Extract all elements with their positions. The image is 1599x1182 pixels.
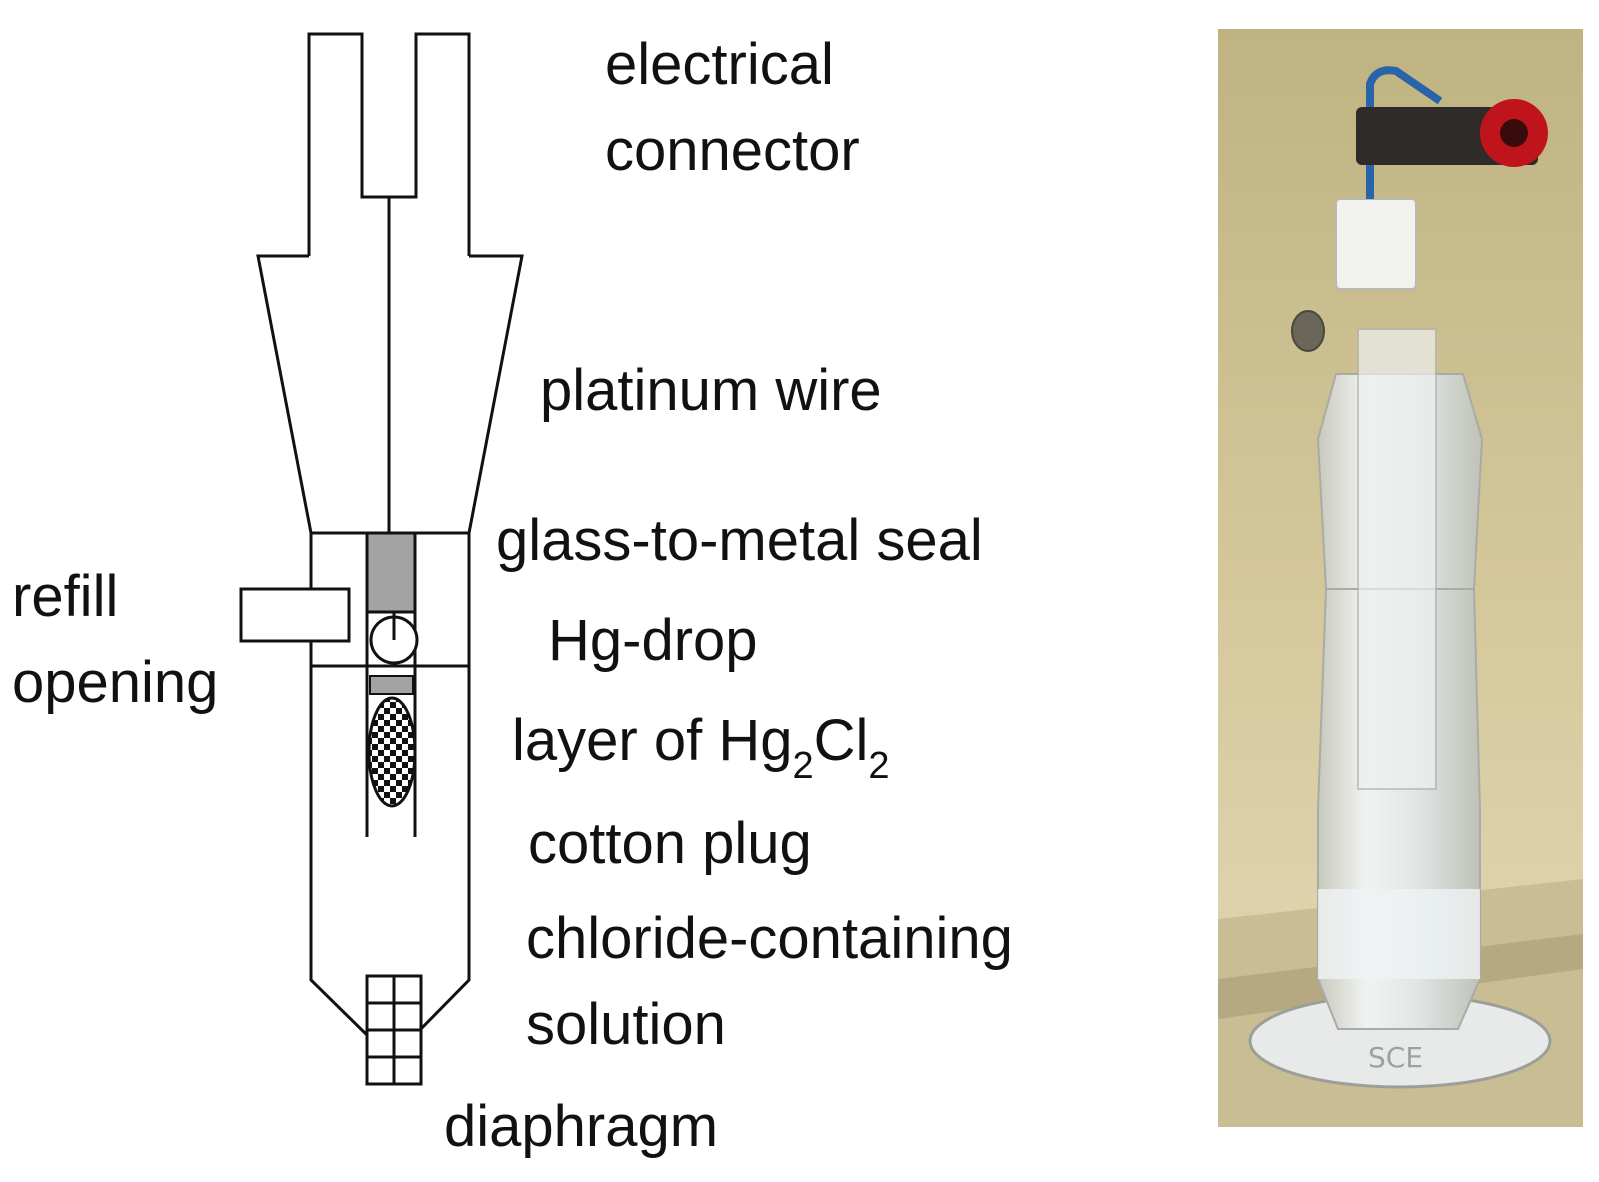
top-cap: [1335, 198, 1417, 290]
side-knob: [1291, 310, 1325, 352]
label-electrical: electrical: [605, 32, 834, 97]
diaphragm-grid: [365, 974, 423, 1086]
solution-level: [1318, 889, 1480, 979]
label-opening: opening: [12, 650, 219, 715]
label-calomel-sub1: 2: [792, 745, 814, 787]
blue-wire: [1366, 66, 1443, 199]
label-calomel-prefix: layer of Hg: [512, 708, 793, 773]
glass-metal-seal: [365, 531, 417, 614]
label-connector: connector: [605, 118, 860, 183]
refill-opening-arm: [239, 587, 351, 643]
red-plug-hole: [1500, 119, 1528, 147]
outer-tube: [309, 533, 471, 1037]
base-engraving: SCE: [1368, 1041, 1423, 1074]
calomel-layer: [369, 675, 414, 695]
label-platinum-wire: platinum wire: [540, 358, 882, 423]
inner-glass-tube: [1357, 328, 1437, 790]
label-chloride-containing: chloride-containing: [526, 906, 1013, 971]
label-seal: glass-to-metal seal: [496, 508, 983, 573]
label-diaphragm: diaphragm: [444, 1094, 719, 1159]
cotton-plug: [367, 696, 417, 808]
label-solution: solution: [526, 992, 726, 1057]
label-calomel-layer: layer of Hg2Cl2: [512, 712, 890, 786]
electrode-photo: SCE: [1218, 29, 1583, 1127]
label-refill: refill: [12, 564, 119, 629]
label-calomel-sub2: 2: [868, 745, 890, 787]
label-cotton-plug: cotton plug: [528, 811, 812, 876]
label-hg-drop: Hg-drop: [548, 608, 758, 673]
label-calomel-mid: Cl: [813, 708, 869, 773]
